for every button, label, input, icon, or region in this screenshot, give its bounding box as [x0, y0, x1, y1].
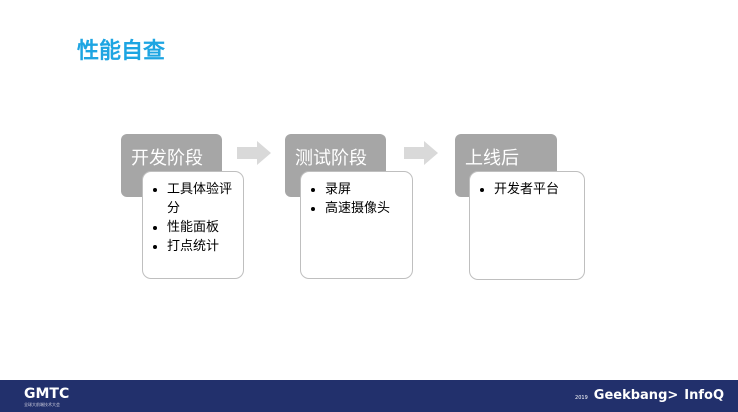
list-item: 录屏	[325, 180, 404, 199]
arrow-right-icon	[404, 141, 438, 165]
list-item: 打点统计	[167, 237, 235, 256]
stage-test-list: 录屏高速摄像头	[300, 171, 413, 279]
list-item: 开发者平台	[494, 180, 576, 199]
list-item: 性能面板	[167, 218, 235, 237]
stage-live-list: 开发者平台	[469, 171, 585, 280]
page-title: 性能自查	[77, 39, 166, 64]
list-item: 工具体验评分	[167, 180, 235, 218]
arrow-right-icon	[237, 141, 271, 165]
list-item: 高速摄像头	[325, 199, 404, 218]
stage-dev-list: 工具体验评分性能面板打点统计	[142, 171, 244, 279]
